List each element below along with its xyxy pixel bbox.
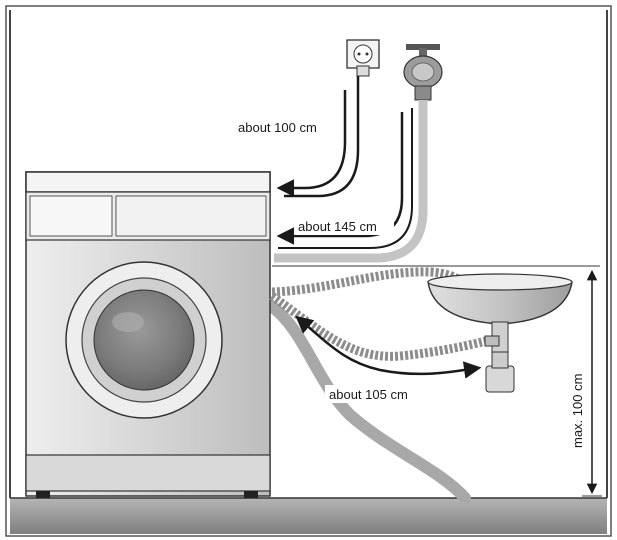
sink-rim	[427, 273, 573, 291]
machine-top	[25, 171, 271, 193]
label-bg-inlet	[294, 217, 394, 235]
door-reflection	[112, 312, 144, 332]
machine-plinth	[25, 454, 271, 492]
power-socket	[346, 39, 380, 77]
machine-foot-left	[36, 491, 50, 498]
tap-valve	[411, 62, 435, 82]
tap-stem	[419, 48, 427, 60]
max-height-label: max. 100 cm	[570, 374, 585, 448]
tap-outlet	[414, 85, 432, 101]
program-panel	[115, 195, 267, 237]
sink-trap-neck	[491, 351, 509, 369]
water-tap	[403, 44, 443, 101]
inlet-hose-outline	[278, 108, 413, 249]
washing-machine	[25, 171, 271, 498]
machine-foot-right	[244, 491, 258, 498]
socket-pin-right	[365, 52, 369, 56]
door-glass	[93, 289, 195, 391]
detergent-drawer	[29, 195, 113, 237]
sink	[427, 273, 573, 393]
sink-drain-connector	[484, 335, 500, 347]
label-bg-power	[233, 118, 333, 136]
drain-length-arrow	[295, 315, 482, 379]
power-cable-label: about 100 cm	[238, 120, 317, 135]
floor	[10, 498, 607, 534]
inlet-hose-label: about 145 cm	[298, 219, 377, 234]
tap-handle	[406, 44, 440, 50]
label-bg-drain	[325, 385, 425, 403]
socket-pin-left	[357, 52, 361, 56]
sink-trap	[485, 365, 515, 393]
power-cable-arrow	[276, 90, 347, 197]
plug	[356, 65, 370, 77]
inlet-hose	[274, 100, 428, 263]
socket-face	[353, 44, 373, 64]
drain-hose-label: about 105 cm	[329, 387, 408, 402]
drain-hose-upper	[271, 267, 472, 297]
power-cable-line	[284, 76, 360, 198]
